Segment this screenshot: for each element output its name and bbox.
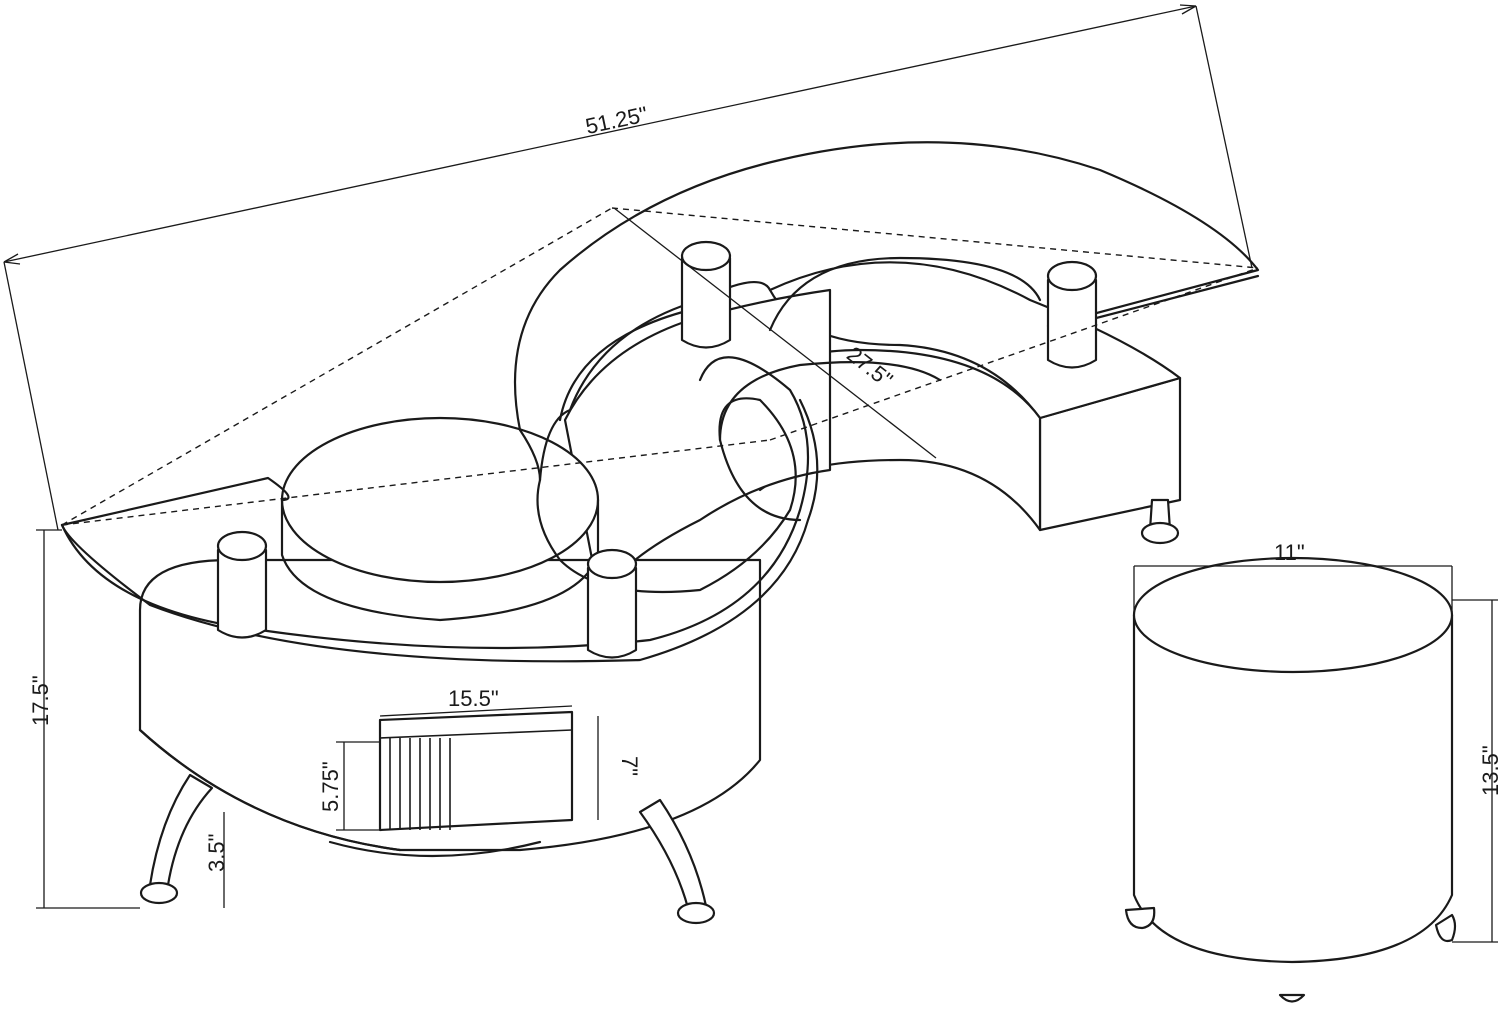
table-base bbox=[138, 256, 1182, 858]
glass-posts bbox=[216, 240, 1098, 659]
table-height-label: 17.5" bbox=[28, 675, 53, 726]
front-shelf bbox=[378, 710, 574, 832]
glass-top bbox=[60, 141, 1260, 663]
shelf-width-label: 15.5" bbox=[448, 686, 499, 711]
stool bbox=[1124, 556, 1457, 1003]
dimension-lines bbox=[3, 4, 1498, 943]
shelf-height-label: 7" bbox=[617, 756, 642, 776]
stool-height-label: 13.5" bbox=[1478, 745, 1500, 796]
shelf-opening-label: 5.75" bbox=[318, 761, 343, 812]
hidden-lines bbox=[61, 207, 1259, 526]
table-legs bbox=[139, 498, 1180, 925]
stool-diameter-label: 11" bbox=[1274, 540, 1305, 565]
overall-length-label: 51.25" bbox=[583, 101, 650, 139]
leg-clearance-label: 3.5" bbox=[204, 834, 229, 872]
